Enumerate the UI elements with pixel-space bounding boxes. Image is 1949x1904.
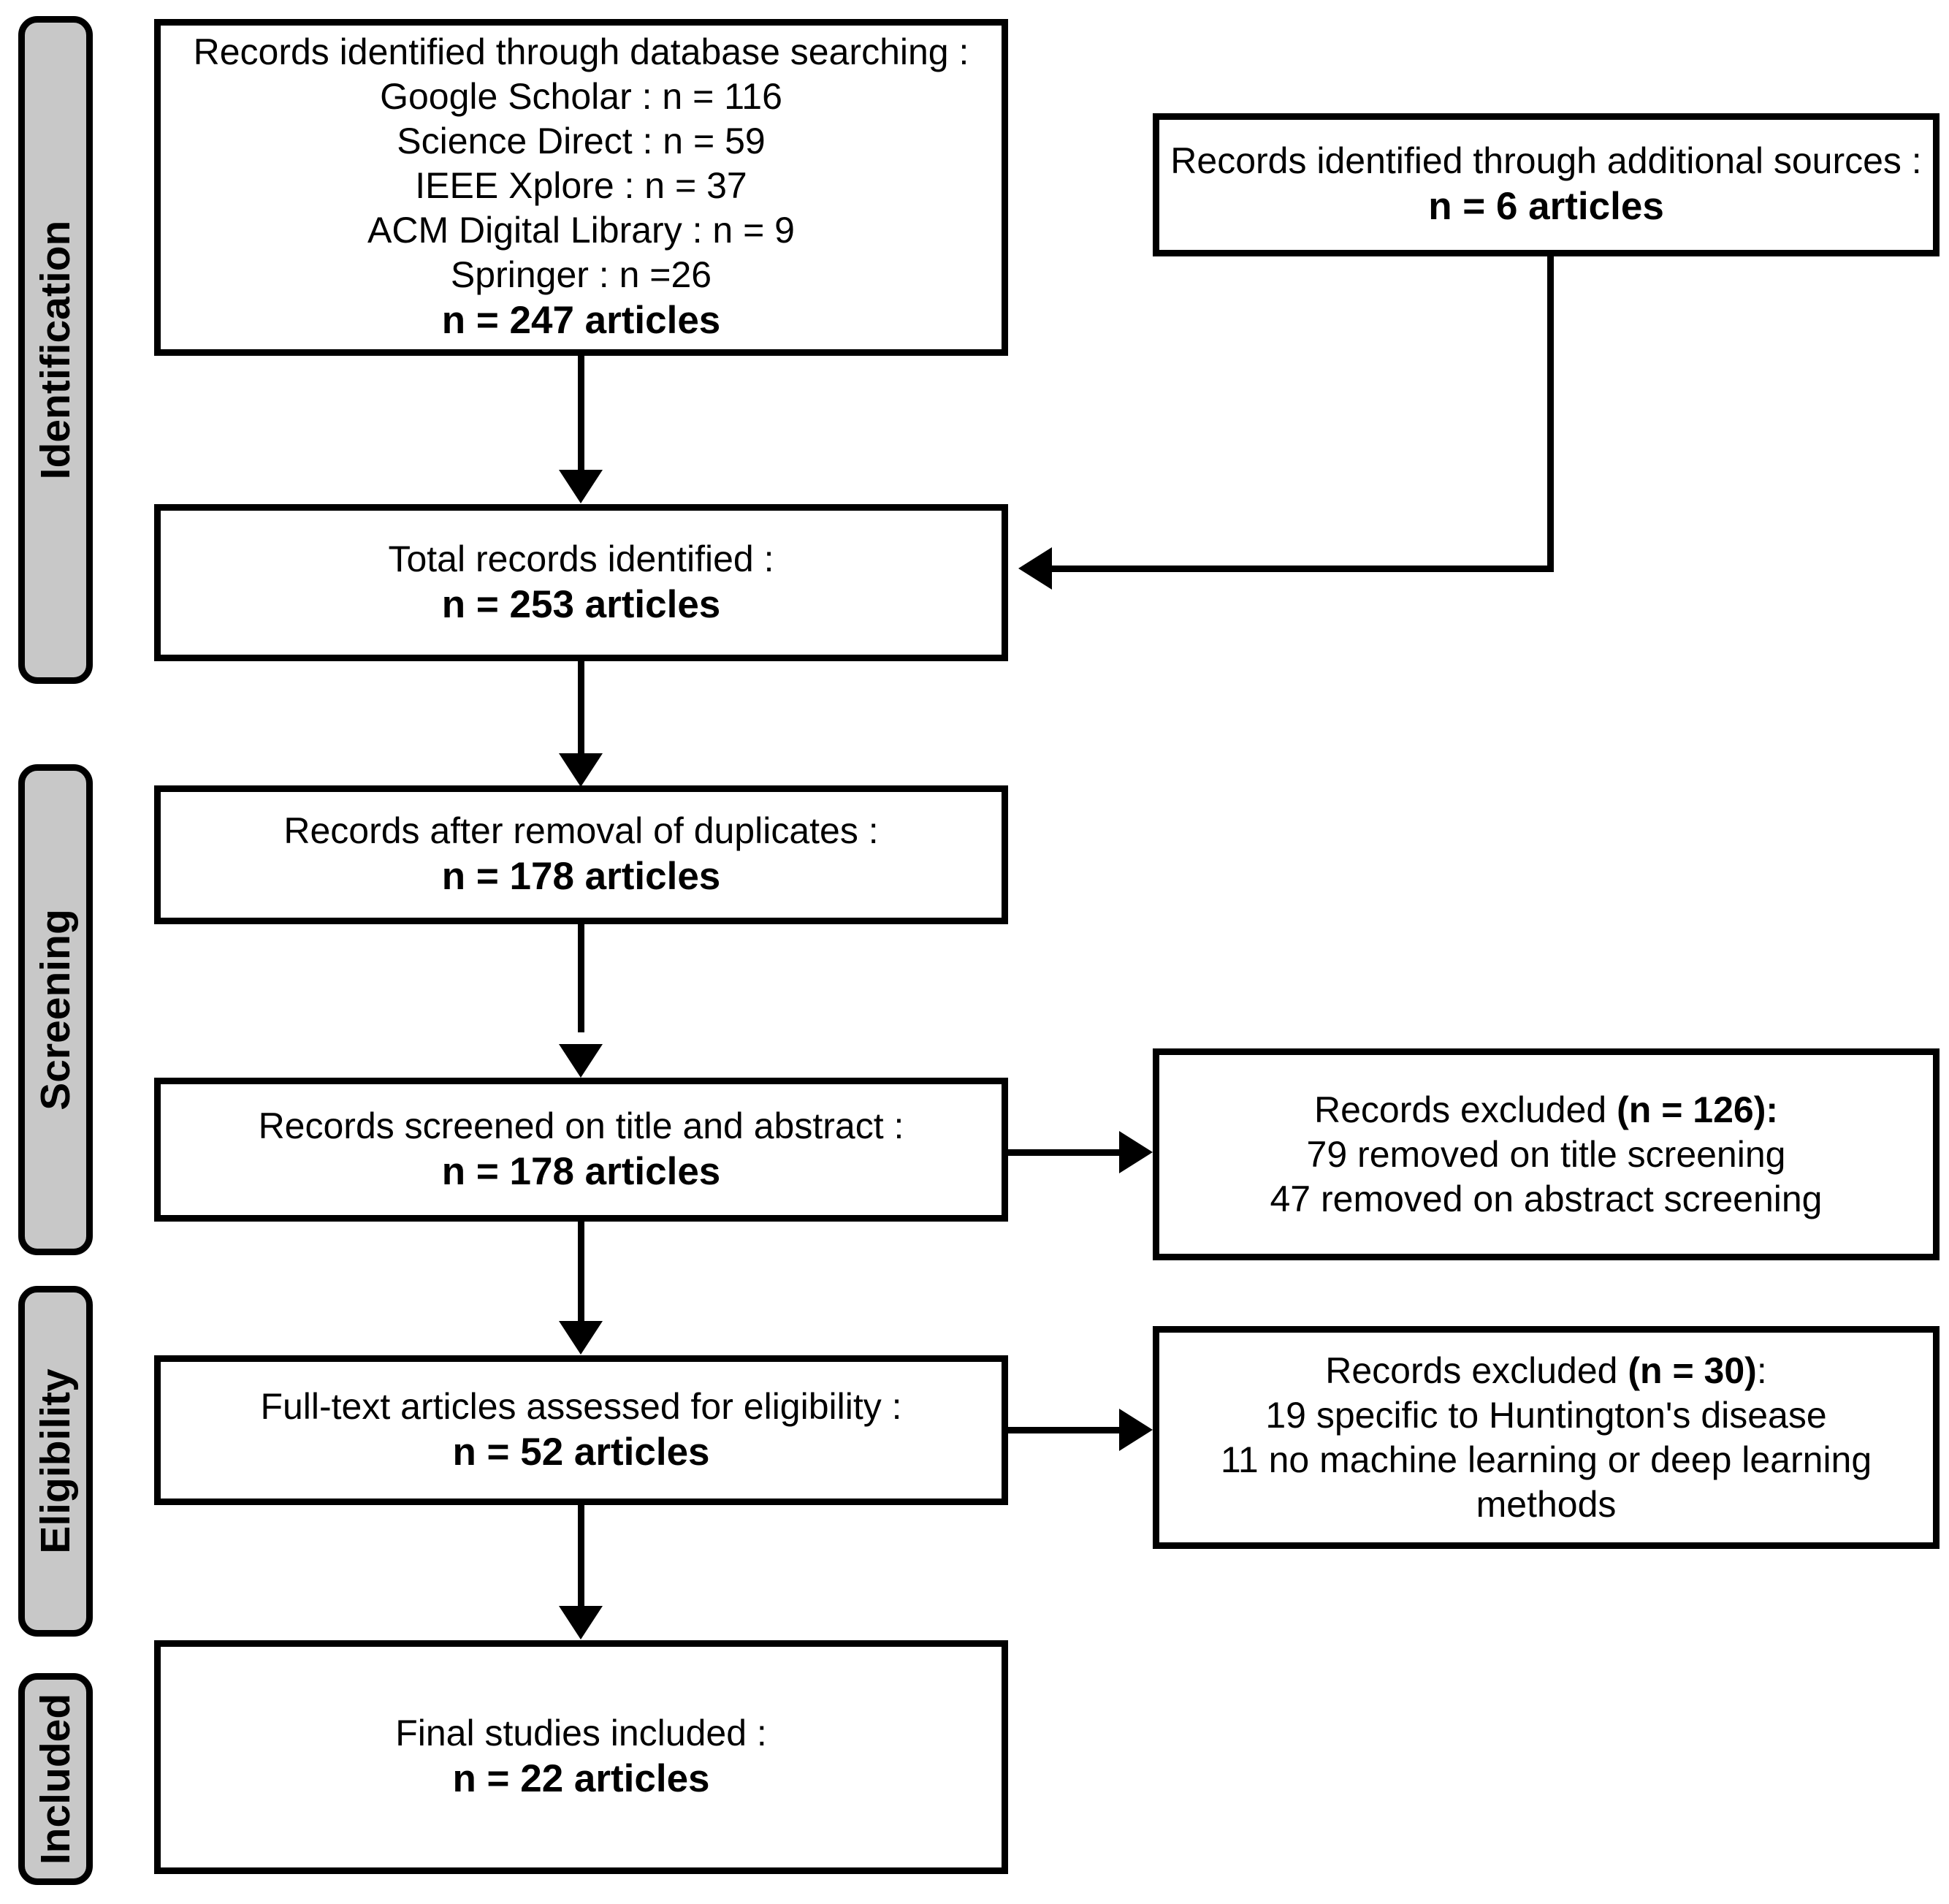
excluded-eligibility-heading-tail: : — [1756, 1349, 1767, 1391]
database-search-source-1: Science Direct : n = 59 — [397, 121, 766, 162]
database-search-source-2: IEEE Xplore : n = 37 — [415, 165, 747, 207]
phase-label-screening: Screening — [32, 909, 79, 1111]
total-identified-heading: Total records identified : — [388, 538, 774, 579]
connector-additional-across-line — [1052, 566, 1554, 572]
phase-label-eligibility: Eligibility — [32, 1368, 79, 1554]
after-duplicates-total: n = 178 articles — [441, 855, 721, 899]
screened-total: n = 178 articles — [441, 1149, 721, 1193]
connector-screened-to-fulltext-line — [578, 1222, 584, 1324]
database-search-source-3: ACM Digital Library : n = 9 — [367, 210, 795, 251]
excluded-screening-heading-count: (n = 126): — [1617, 1089, 1779, 1130]
phase-tab-identification: Identification — [18, 16, 93, 684]
database-search-heading: Records identified through database sear… — [193, 31, 969, 73]
phase-tab-screening: Screening — [18, 764, 93, 1255]
excluded-screening-reason-1: 47 removed on abstract screening — [1270, 1178, 1823, 1219]
connector-screened-to-excluded-arrowhead — [1119, 1131, 1153, 1173]
connector-fulltext-to-excluded-line — [1008, 1427, 1122, 1433]
database-search-total: n = 247 articles — [441, 299, 721, 343]
excluded-eligibility-heading-count: (n = 30) — [1628, 1349, 1757, 1391]
excluded-screening-heading: Records excluded (n = 126): — [1314, 1088, 1778, 1132]
box-after-duplicates: Records after removal of duplicates : n … — [154, 785, 1008, 924]
full-text-heading: Full-text articles assessed for eligibil… — [260, 1385, 902, 1427]
connector-fulltext-to-excluded-arrowhead — [1119, 1409, 1153, 1451]
phase-tab-included: Included — [18, 1673, 93, 1885]
box-database-search: Records identified through database sear… — [154, 19, 1008, 356]
box-excluded-screening: Records excluded (n = 126): 79 removed o… — [1153, 1048, 1940, 1260]
total-identified-total: n = 253 articles — [441, 582, 721, 626]
box-final-included: Final studies included : n = 22 articles — [154, 1640, 1008, 1874]
box-total-identified: Total records identified : n = 253 artic… — [154, 504, 1008, 661]
connector-additional-drop-line — [1547, 256, 1554, 572]
final-included-heading: Final studies included : — [395, 1713, 767, 1754]
screened-heading: Records screened on title and abstract : — [258, 1105, 904, 1146]
excluded-eligibility-heading: Records excluded (n = 30): — [1325, 1349, 1766, 1393]
final-included-total: n = 22 articles — [452, 1757, 710, 1801]
connector-dupes-to-screened-line — [578, 924, 584, 1032]
box-screened: Records screened on title and abstract :… — [154, 1078, 1008, 1222]
connector-total-to-dupes-arrowhead — [559, 753, 603, 787]
connector-total-to-dupes-line — [578, 661, 584, 759]
excluded-eligibility-reason-0: 19 specific to Huntington's disease — [1265, 1394, 1827, 1436]
excluded-eligibility-reason-1: 11 no machine learning or deep learning … — [1220, 1439, 1872, 1525]
full-text-total: n = 52 articles — [452, 1430, 710, 1474]
phase-label-included: Included — [32, 1693, 79, 1865]
connector-screened-to-excluded-line — [1008, 1149, 1122, 1156]
connector-dupes-to-screened-arrowhead — [559, 1044, 603, 1078]
connector-fulltext-to-final-line — [578, 1505, 584, 1609]
excluded-screening-reason-0: 79 removed on title screening — [1306, 1133, 1786, 1175]
box-full-text: Full-text articles assessed for eligibil… — [154, 1355, 1008, 1505]
connector-fulltext-to-final-arrowhead — [559, 1606, 603, 1640]
box-additional-sources: Records identified through additional so… — [1153, 113, 1940, 256]
database-search-source-0: Google Scholar : n = 116 — [380, 76, 782, 118]
phase-label-identification: Identification — [32, 220, 79, 480]
after-duplicates-heading: Records after removal of duplicates : — [283, 810, 879, 852]
additional-sources-heading: Records identified through additional so… — [1170, 140, 1922, 182]
excluded-eligibility-heading-plain: Records excluded — [1325, 1349, 1628, 1391]
phase-tab-eligibility: Eligibility — [18, 1286, 93, 1637]
box-excluded-eligibility: Records excluded (n = 30): 19 specific t… — [1153, 1326, 1940, 1549]
database-search-source-4: Springer : n =26 — [450, 254, 712, 296]
excluded-screening-heading-plain: Records excluded — [1313, 1089, 1617, 1130]
connector-additional-arrowhead — [1018, 547, 1052, 590]
additional-sources-total: n = 6 articles — [1428, 185, 1664, 229]
connector-screened-to-fulltext-arrowhead — [559, 1321, 603, 1355]
connector-db-to-total-line — [578, 356, 584, 473]
connector-db-to-total-arrowhead — [559, 470, 603, 503]
